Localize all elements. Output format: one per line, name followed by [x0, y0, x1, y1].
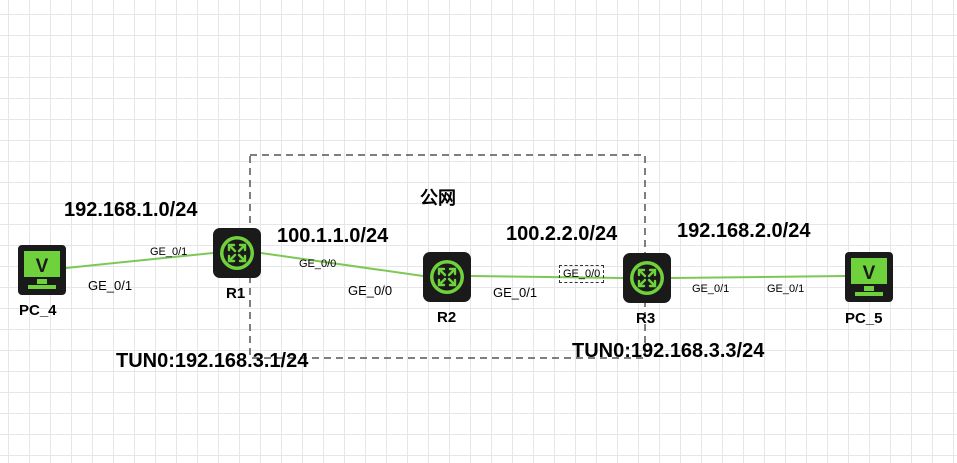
link-r1-r2[interactable] [260, 252, 424, 277]
link-r3-pc5[interactable] [670, 275, 846, 279]
node-label-pc5: PC_5 [845, 310, 883, 327]
tunnel-label-r1: TUN0:192.168.3.1/24 [116, 350, 309, 372]
port-label-pc5-ge01: GE_0/1 [767, 283, 805, 295]
pc5-monitor-icon[interactable] [845, 252, 893, 302]
tunnel-label-r3: TUN0:192.168.3.3/24 [572, 340, 765, 362]
port-label-r3-ge01: GE_0/1 [692, 283, 730, 295]
public-network-label: 公网 [420, 188, 456, 209]
port-label-r2-ge01: GE_0/1 [493, 285, 538, 300]
port-label-pc4-ge01: GE_0/1 [88, 278, 133, 293]
network-label-wan1: 100.1.1.0/24 [277, 225, 389, 247]
network-label-wan2: 100.2.2.0/24 [506, 223, 618, 245]
network-label-lan1: 192.168.1.0/24 [64, 199, 198, 221]
node-label-pc4: PC_4 [19, 302, 57, 319]
node-label-r1: R1 [226, 285, 246, 302]
link-pc4-r1[interactable] [65, 252, 214, 269]
port-label-r2-ge00: GE_0/0 [348, 283, 393, 298]
node-label-r2: R2 [437, 309, 457, 326]
node-label-r3: R3 [636, 310, 656, 327]
port-label-r1-ge00: GE_0/0 [299, 258, 337, 270]
r1-router-icon[interactable] [211, 226, 263, 280]
link-r2-r3[interactable] [470, 275, 624, 279]
network-label-lan2: 192.168.2.0/24 [677, 220, 811, 242]
pc4-monitor-icon[interactable] [18, 245, 66, 295]
port-label-r1-ge01: GE_0/1 [150, 246, 188, 258]
r2-router-icon[interactable] [421, 250, 473, 304]
port-label-r3-ge00[interactable]: GE_0/0 [559, 265, 605, 283]
r3-router-icon[interactable] [621, 251, 673, 305]
